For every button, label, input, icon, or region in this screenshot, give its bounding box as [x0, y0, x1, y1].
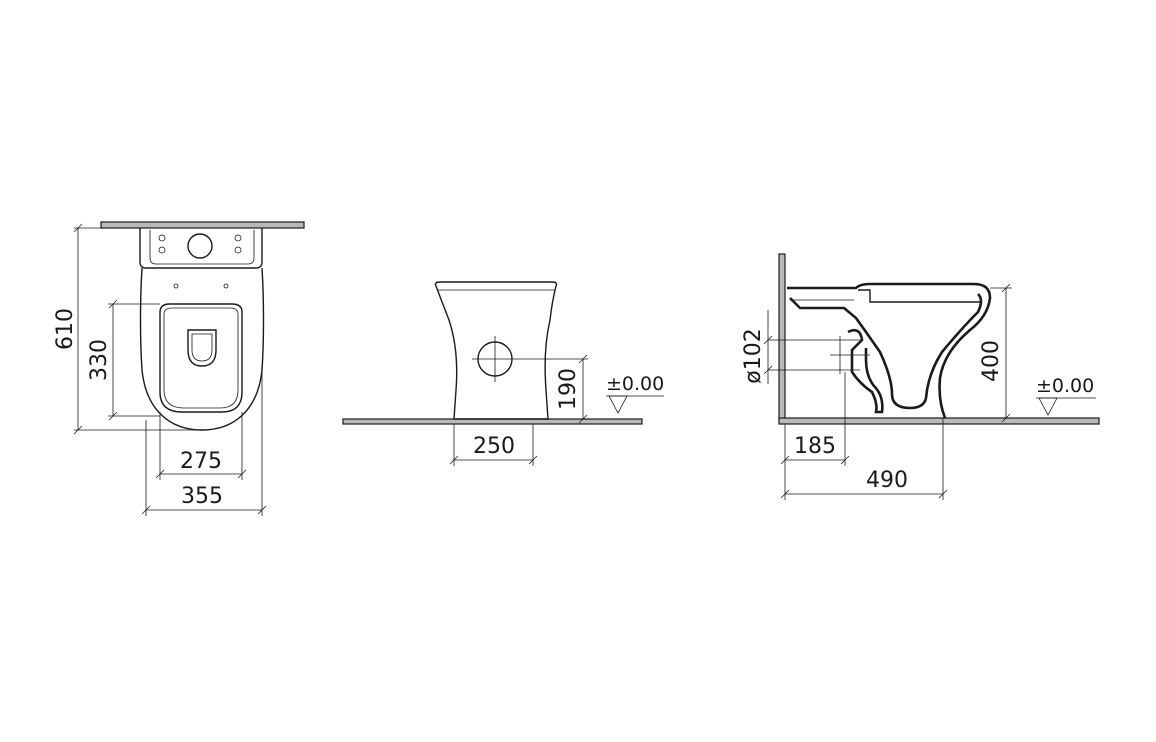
- bowl-outline: [139, 267, 265, 431]
- fixing-hole-icon: [158, 246, 166, 254]
- bowl-opening: [187, 329, 217, 367]
- front-view: 190 ±0.00 250: [342, 281, 664, 466]
- seat-inner: [163, 307, 239, 409]
- dim-275: 275: [180, 449, 222, 474]
- dim-250: 250: [473, 434, 515, 459]
- top-view: 610 330 275 355: [53, 221, 305, 516]
- dim-190: 190: [556, 368, 581, 410]
- top-view-wall: [100, 221, 305, 229]
- side-level-label: ±0.00: [1036, 375, 1094, 397]
- hinge-hole-icon: [223, 283, 229, 289]
- bowl-opening-inner: [191, 333, 213, 362]
- level-marker-icon: [1038, 397, 1058, 416]
- bowl-section-inner: [789, 293, 983, 410]
- front-level-label: ±0.00: [606, 373, 664, 395]
- dim-185: 185: [794, 434, 836, 459]
- cistern-outline: [139, 228, 263, 269]
- fixing-hole-icon: [234, 246, 242, 254]
- dim-490: 490: [866, 468, 908, 493]
- trap-section: [847, 328, 884, 414]
- dim-outlet-diameter: ø102: [741, 328, 766, 383]
- pan-front-outline: [434, 281, 558, 420]
- dim-355: 355: [181, 484, 223, 509]
- fixing-hole-icon: [158, 234, 166, 242]
- seat-outline: [159, 303, 243, 413]
- rim-section: [858, 289, 980, 303]
- dim-330: 330: [87, 339, 112, 381]
- flush-button-icon: [187, 233, 213, 259]
- dim-610: 610: [53, 308, 78, 350]
- cistern-top: [149, 230, 255, 265]
- level-marker-icon: [608, 395, 628, 414]
- front-view-floor: [342, 418, 643, 425]
- fixing-hole-icon: [234, 234, 242, 242]
- side-section-view: ø102 400 ±0.00 185 490: [741, 253, 1100, 500]
- side-view-wall: [778, 253, 786, 421]
- bowl-section-outer: [787, 282, 992, 419]
- side-view-floor: [778, 417, 1100, 425]
- dim-400: 400: [979, 340, 1004, 382]
- hinge-hole-icon: [173, 283, 179, 289]
